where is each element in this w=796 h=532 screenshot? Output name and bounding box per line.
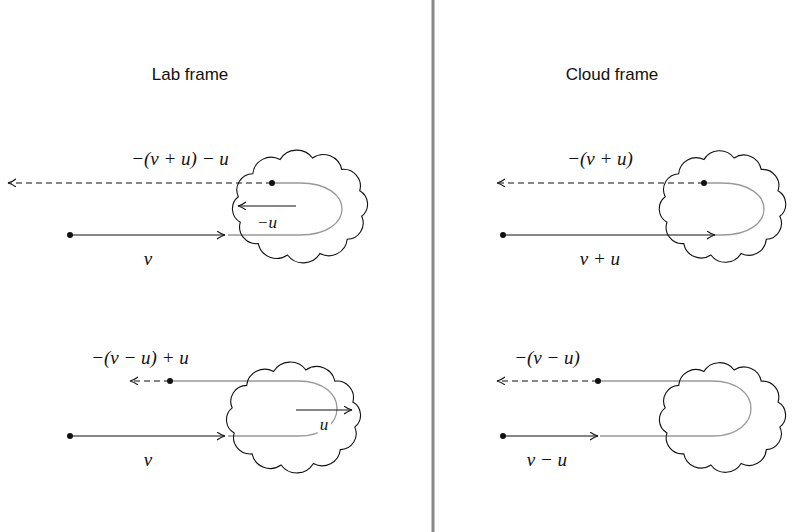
divider bbox=[432, 0, 435, 532]
paths-in-cloud bbox=[170, 183, 764, 436]
cloud-outline bbox=[232, 150, 367, 263]
cloud: u bbox=[222, 360, 365, 475]
velocity-label: v − u bbox=[525, 449, 569, 471]
velocity-label: −(v − u) bbox=[512, 347, 582, 369]
velocity-label: −u bbox=[255, 213, 279, 233]
dots bbox=[67, 180, 707, 439]
cloud-outline bbox=[659, 363, 785, 473]
velocity-label: v + u bbox=[578, 248, 622, 270]
panel-title: Lab frame bbox=[150, 65, 231, 85]
cloud-shape bbox=[228, 148, 372, 265]
velocity-label: u bbox=[318, 415, 331, 435]
cloud-shape bbox=[222, 360, 365, 475]
velocity-arrows bbox=[8, 183, 715, 436]
velocity-label: −(v − u) + u bbox=[89, 347, 191, 369]
cloud: −u bbox=[228, 148, 372, 265]
cloud-outlines bbox=[659, 151, 785, 473]
panel-title: Cloud frame bbox=[564, 65, 661, 85]
cloud-outline bbox=[226, 362, 360, 473]
velocity-label: −(v + u) bbox=[565, 148, 635, 170]
cloud-outline bbox=[659, 151, 785, 263]
velocity-label: v bbox=[142, 248, 154, 270]
velocity-label: v bbox=[142, 449, 154, 471]
velocity-label: −(v + u) − u bbox=[129, 148, 231, 170]
